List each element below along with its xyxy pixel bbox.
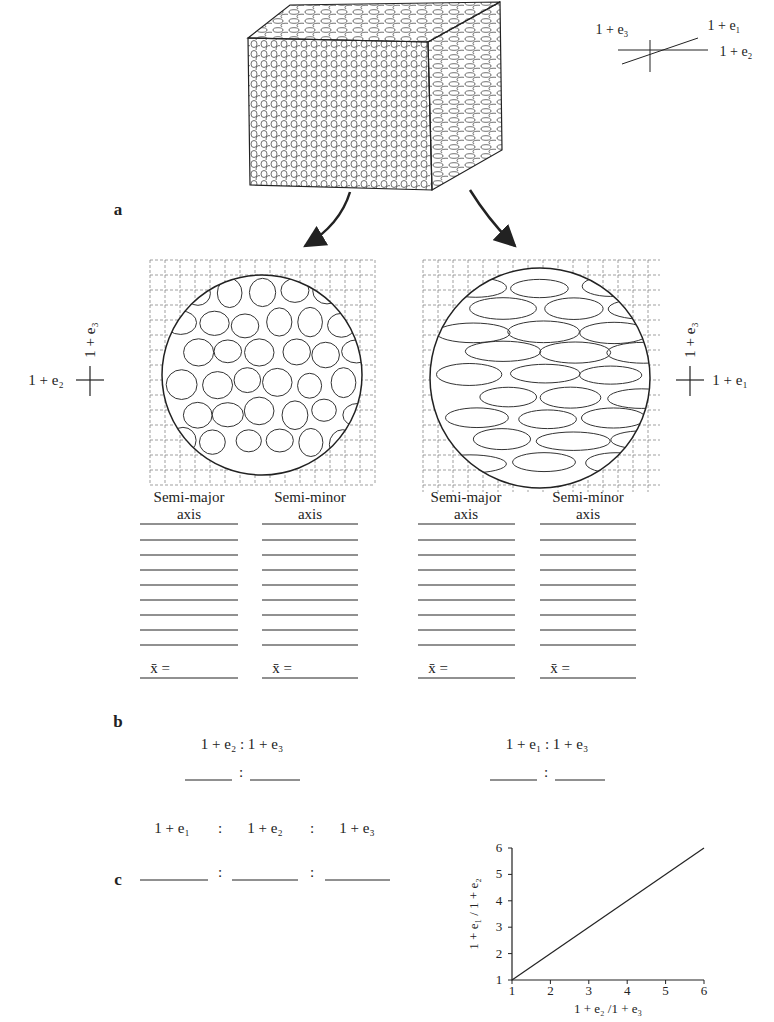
grid: [150, 260, 660, 492]
axis-label: 1 + e₃: [82, 322, 99, 357]
ratio-label: 1 + e₃: [339, 820, 374, 837]
tick-label: 1: [496, 973, 503, 987]
tick-label: 2: [496, 946, 503, 960]
mean-label: x̄ =: [428, 660, 448, 677]
axis-title: 1 + e₁ / 1 + e₂: [467, 878, 481, 949]
axis-label: 1 + e₁: [712, 372, 747, 389]
tick-label: 4: [496, 894, 503, 908]
ratio-colon: :: [218, 864, 222, 881]
axis-label: 1 + e₂: [720, 44, 753, 59]
section-circle: [162, 268, 682, 488]
axis-label: 1 + e₂: [28, 372, 63, 389]
mean-label: x̄ =: [150, 660, 170, 677]
axis-cross: [618, 38, 708, 72]
ratio-colon: :: [239, 764, 243, 781]
ratio-label: 1 + e₁ : 1 + e₃: [506, 736, 588, 753]
ratio-colon: :: [310, 820, 314, 837]
ratio-colon: :: [218, 820, 222, 837]
tick-label: 1: [509, 984, 516, 998]
ratio-colon: :: [544, 764, 548, 781]
axis-title: 1 + e₂ /1 + e₃: [574, 1002, 642, 1016]
column-heading: Semi-major axis: [141, 489, 237, 522]
panel-letter: c: [114, 871, 122, 890]
tick-label: 5: [662, 984, 669, 998]
ratio-colon: :: [310, 864, 314, 881]
tick-label: 5: [496, 867, 503, 881]
tick-label: 3: [496, 920, 503, 934]
panel-letter: b: [113, 713, 122, 732]
tick-label: 3: [586, 984, 593, 998]
ratio-label: 1 + e₂ : 1 + e₃: [201, 736, 283, 753]
arrow: [305, 192, 350, 246]
arrow: [470, 190, 515, 246]
ratio-label: 1 + e₂: [247, 820, 282, 837]
mean-label: x̄ =: [272, 660, 292, 677]
graph: [508, 848, 704, 984]
tick-label: 6: [496, 841, 503, 855]
tick-label: 2: [547, 984, 554, 998]
column-heading: Semi-major axis: [418, 489, 514, 522]
tick-label: 4: [624, 984, 631, 998]
column-heading: Semi-minor axis: [540, 489, 636, 522]
axis-label: 1 + e₃: [596, 22, 629, 37]
rock-block: [248, 2, 502, 190]
mean-label: x̄ =: [550, 660, 570, 677]
axis-label: 1 + e₃: [682, 322, 699, 357]
table-lines: [140, 524, 636, 880]
ratio-label: 1 + e₁: [154, 820, 189, 837]
panel-letter: a: [114, 201, 123, 220]
axis-label: 1 + e₁: [708, 18, 741, 33]
column-heading: Semi-minor axis: [262, 489, 358, 522]
tick-label: 6: [701, 984, 708, 998]
